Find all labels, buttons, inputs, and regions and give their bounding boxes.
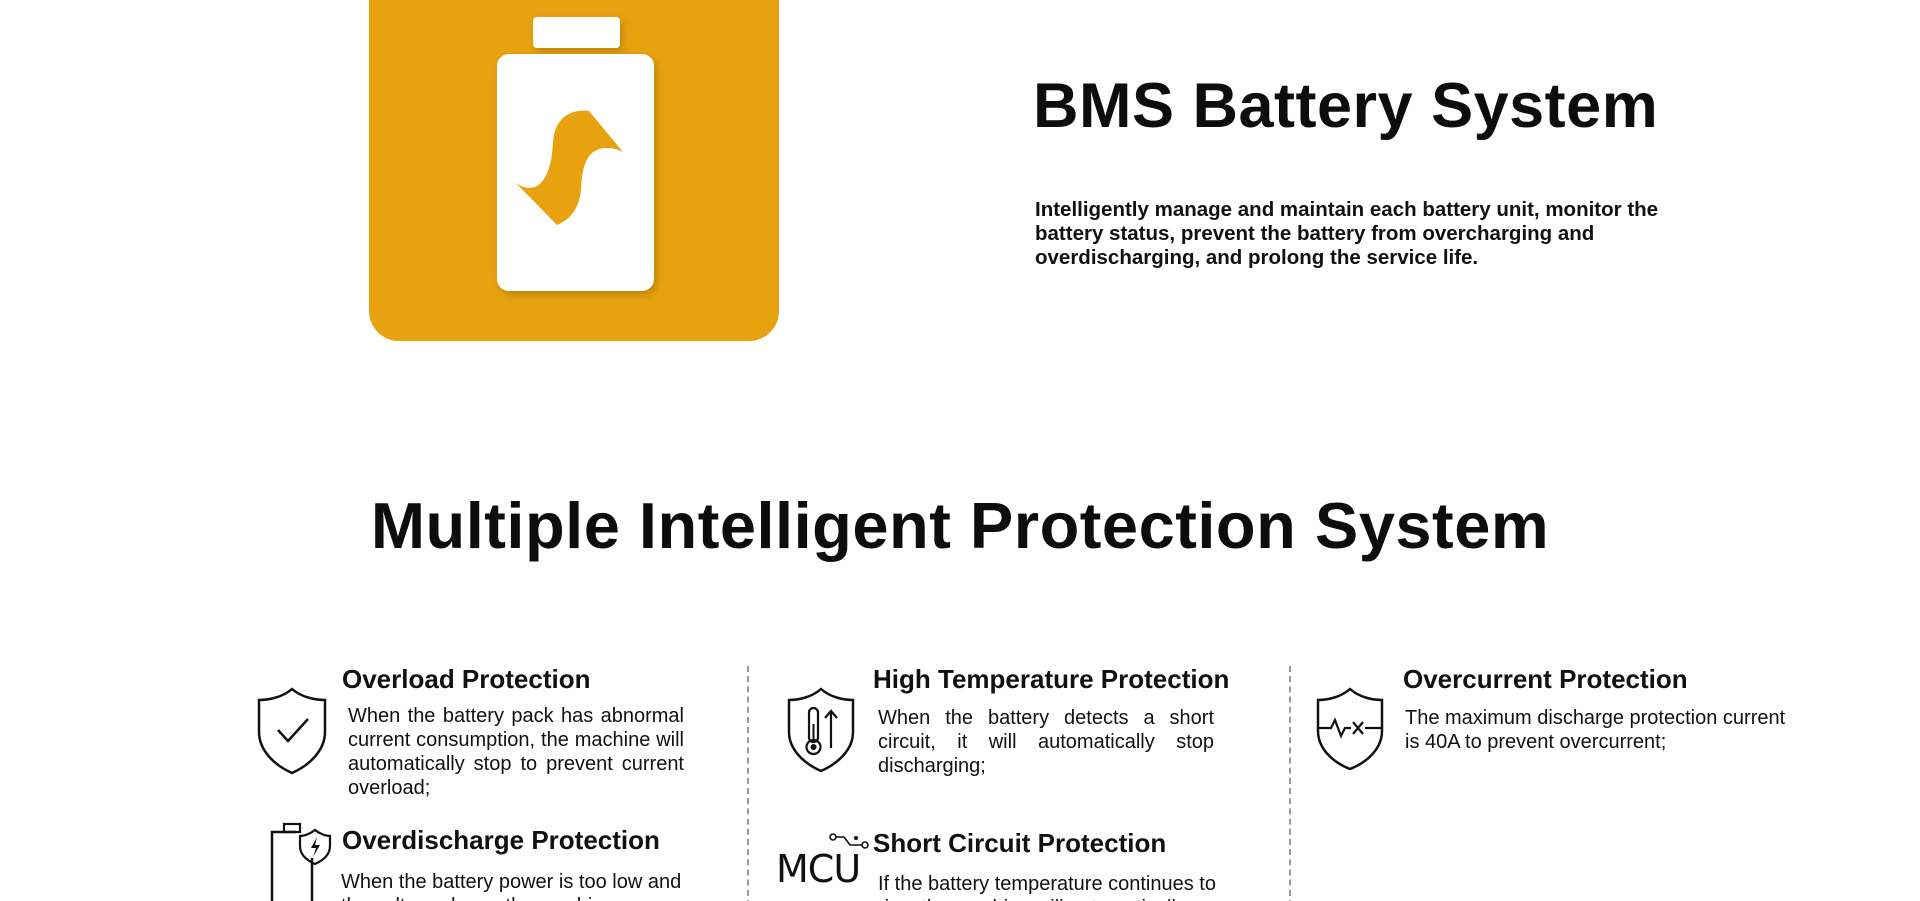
- feature-title: High Temperature Protection: [873, 664, 1230, 694]
- shield-check-icon: [257, 687, 327, 775]
- shield-pulse-icon: [1316, 687, 1384, 771]
- hero-description: Intelligently manage and maintain each b…: [1035, 198, 1659, 269]
- feature-description: When the battery detects a short circuit…: [878, 707, 1214, 777]
- feature-title: Overload Protection: [342, 664, 591, 694]
- feature-title: Overcurrent Protection: [1403, 664, 1688, 694]
- feature-description: When the battery pack has abnormal curre…: [348, 705, 684, 799]
- column-divider: [1289, 666, 1291, 901]
- hero-title: BMS Battery System: [1033, 71, 1659, 141]
- svg-text:MCU: MCU: [776, 847, 860, 884]
- battery-shield-bolt-icon: [270, 822, 332, 901]
- column-divider: [747, 666, 749, 901]
- hero-icon-tile: [369, 0, 779, 341]
- feature-description: If the battery temperature continues to …: [878, 873, 1216, 901]
- mcu-chip-icon: MCU: [776, 833, 869, 884]
- section-title: Multiple Intelligent Protection System: [370, 489, 1550, 562]
- feature-title: Overdischarge Protection: [342, 825, 660, 855]
- shield-thermometer-icon: [787, 687, 855, 773]
- feature-description: The maximum discharge protection current…: [1405, 707, 1786, 753]
- feature-title: Short Circuit Protection: [873, 828, 1167, 858]
- battery-swirl-icon: [497, 17, 654, 291]
- feature-description: When the battery power is too low and th…: [341, 871, 682, 901]
